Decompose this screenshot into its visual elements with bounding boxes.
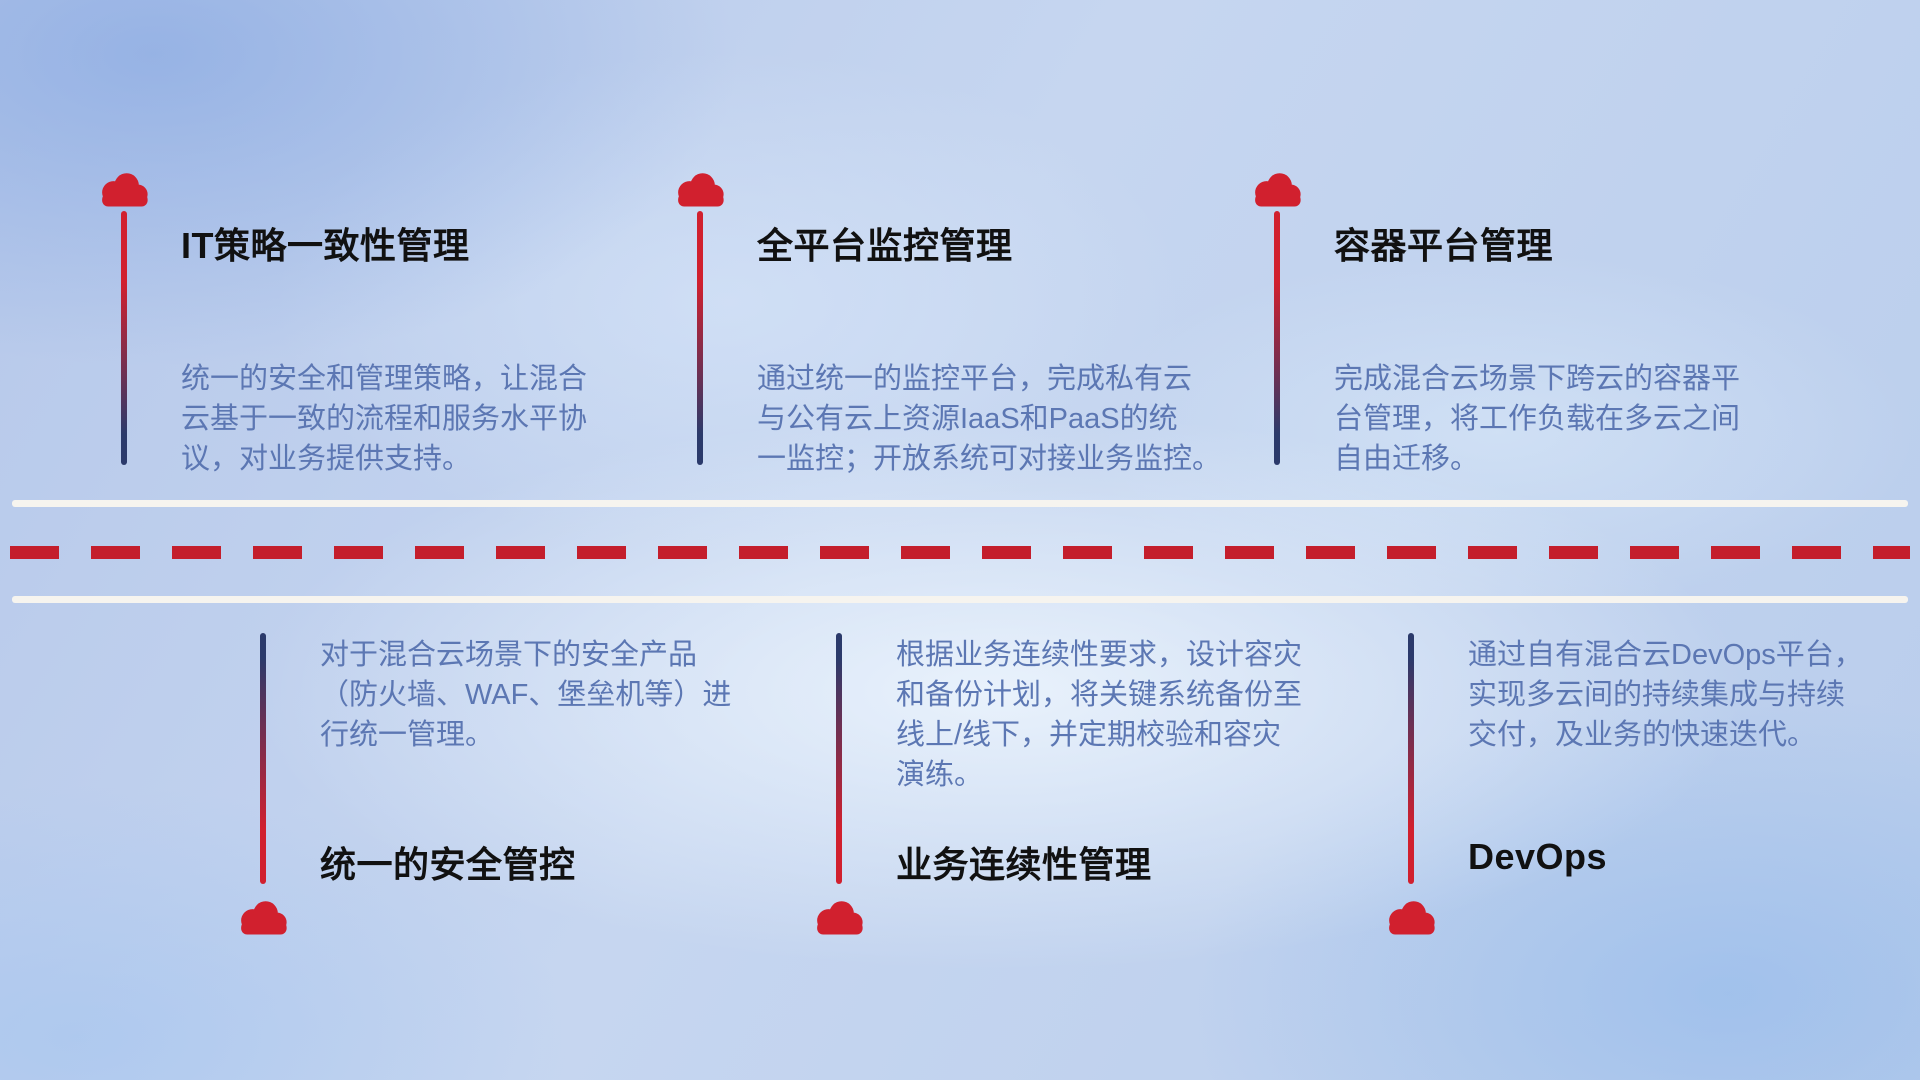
feature-description: 通过统一的监控平台，完成私有云 与公有云上资源IaaS和PaaS的统 一监控；开… [757,363,1222,476]
feature-title: 统一的安全管控 [320,844,576,885]
feature-description: 统一的安全和管理策略，让混合 云基于一致的流程和服务水平协 议，对业务提供支持。 [181,363,588,476]
feature-title: IT策略一致性管理 [181,225,470,266]
feature-description: 对于混合云场景下的安全产品 （防火墙、WAF、堡垒机等）进 行统一管理。 [320,639,732,752]
feature-description: 根据业务连续性要求，设计容灾 和备份计划，将关键系统备份至 线上/线下，并定期校… [896,639,1303,792]
connector-line [697,211,703,465]
feature-item-monitoring: 全平台监控管理 通过统一的监控平台，完成私有云 与公有云上资源IaaS和PaaS… [672,169,1232,649]
connector-line [260,633,266,884]
road-bottom-line [12,596,1908,603]
feature-item-business-continuity: 根据业务连续性要求，设计容灾 和备份计划，将关键系统备份至 线上/线下，并定期校… [811,633,1371,963]
feature-title: 业务连续性管理 [896,844,1152,885]
feature-title: 全平台监控管理 [757,225,1013,266]
connector-line [1274,211,1280,465]
road-top-line [12,500,1908,507]
road-center-dash-line [10,546,1910,559]
cloud-icon [235,897,291,937]
feature-item-security-control: 对于混合云场景下的安全产品 （防火墙、WAF、堡垒机等）进 行统一管理。 统一的… [235,633,795,963]
cloud-icon [96,169,152,209]
connector-line [836,633,842,884]
cloud-icon [811,897,867,937]
cloud-icon [1249,169,1305,209]
feature-title: 容器平台管理 [1334,225,1554,266]
connector-line [121,211,127,465]
cloud-icon [1383,897,1439,937]
feature-item-container-platform: 容器平台管理 完成混合云场景下跨云的容器平 台管理，将工作负载在多云之间 自由迁… [1249,169,1809,649]
cloud-icon [672,169,728,209]
feature-description: 通过自有混合云DevOps平台， 实现多云间的持续集成与持续 交付，及业务的快速… [1468,639,1863,752]
feature-description: 完成混合云场景下跨云的容器平 台管理，将工作负载在多云之间 自由迁移。 [1334,363,1741,476]
feature-item-it-policy: IT策略一致性管理 统一的安全和管理策略，让混合 云基于一致的流程和服务水平协 … [96,169,656,649]
feature-title: DevOps [1468,836,1608,877]
feature-item-devops: 通过自有混合云DevOps平台， 实现多云间的持续集成与持续 交付，及业务的快速… [1383,633,1920,963]
connector-line [1408,633,1414,884]
